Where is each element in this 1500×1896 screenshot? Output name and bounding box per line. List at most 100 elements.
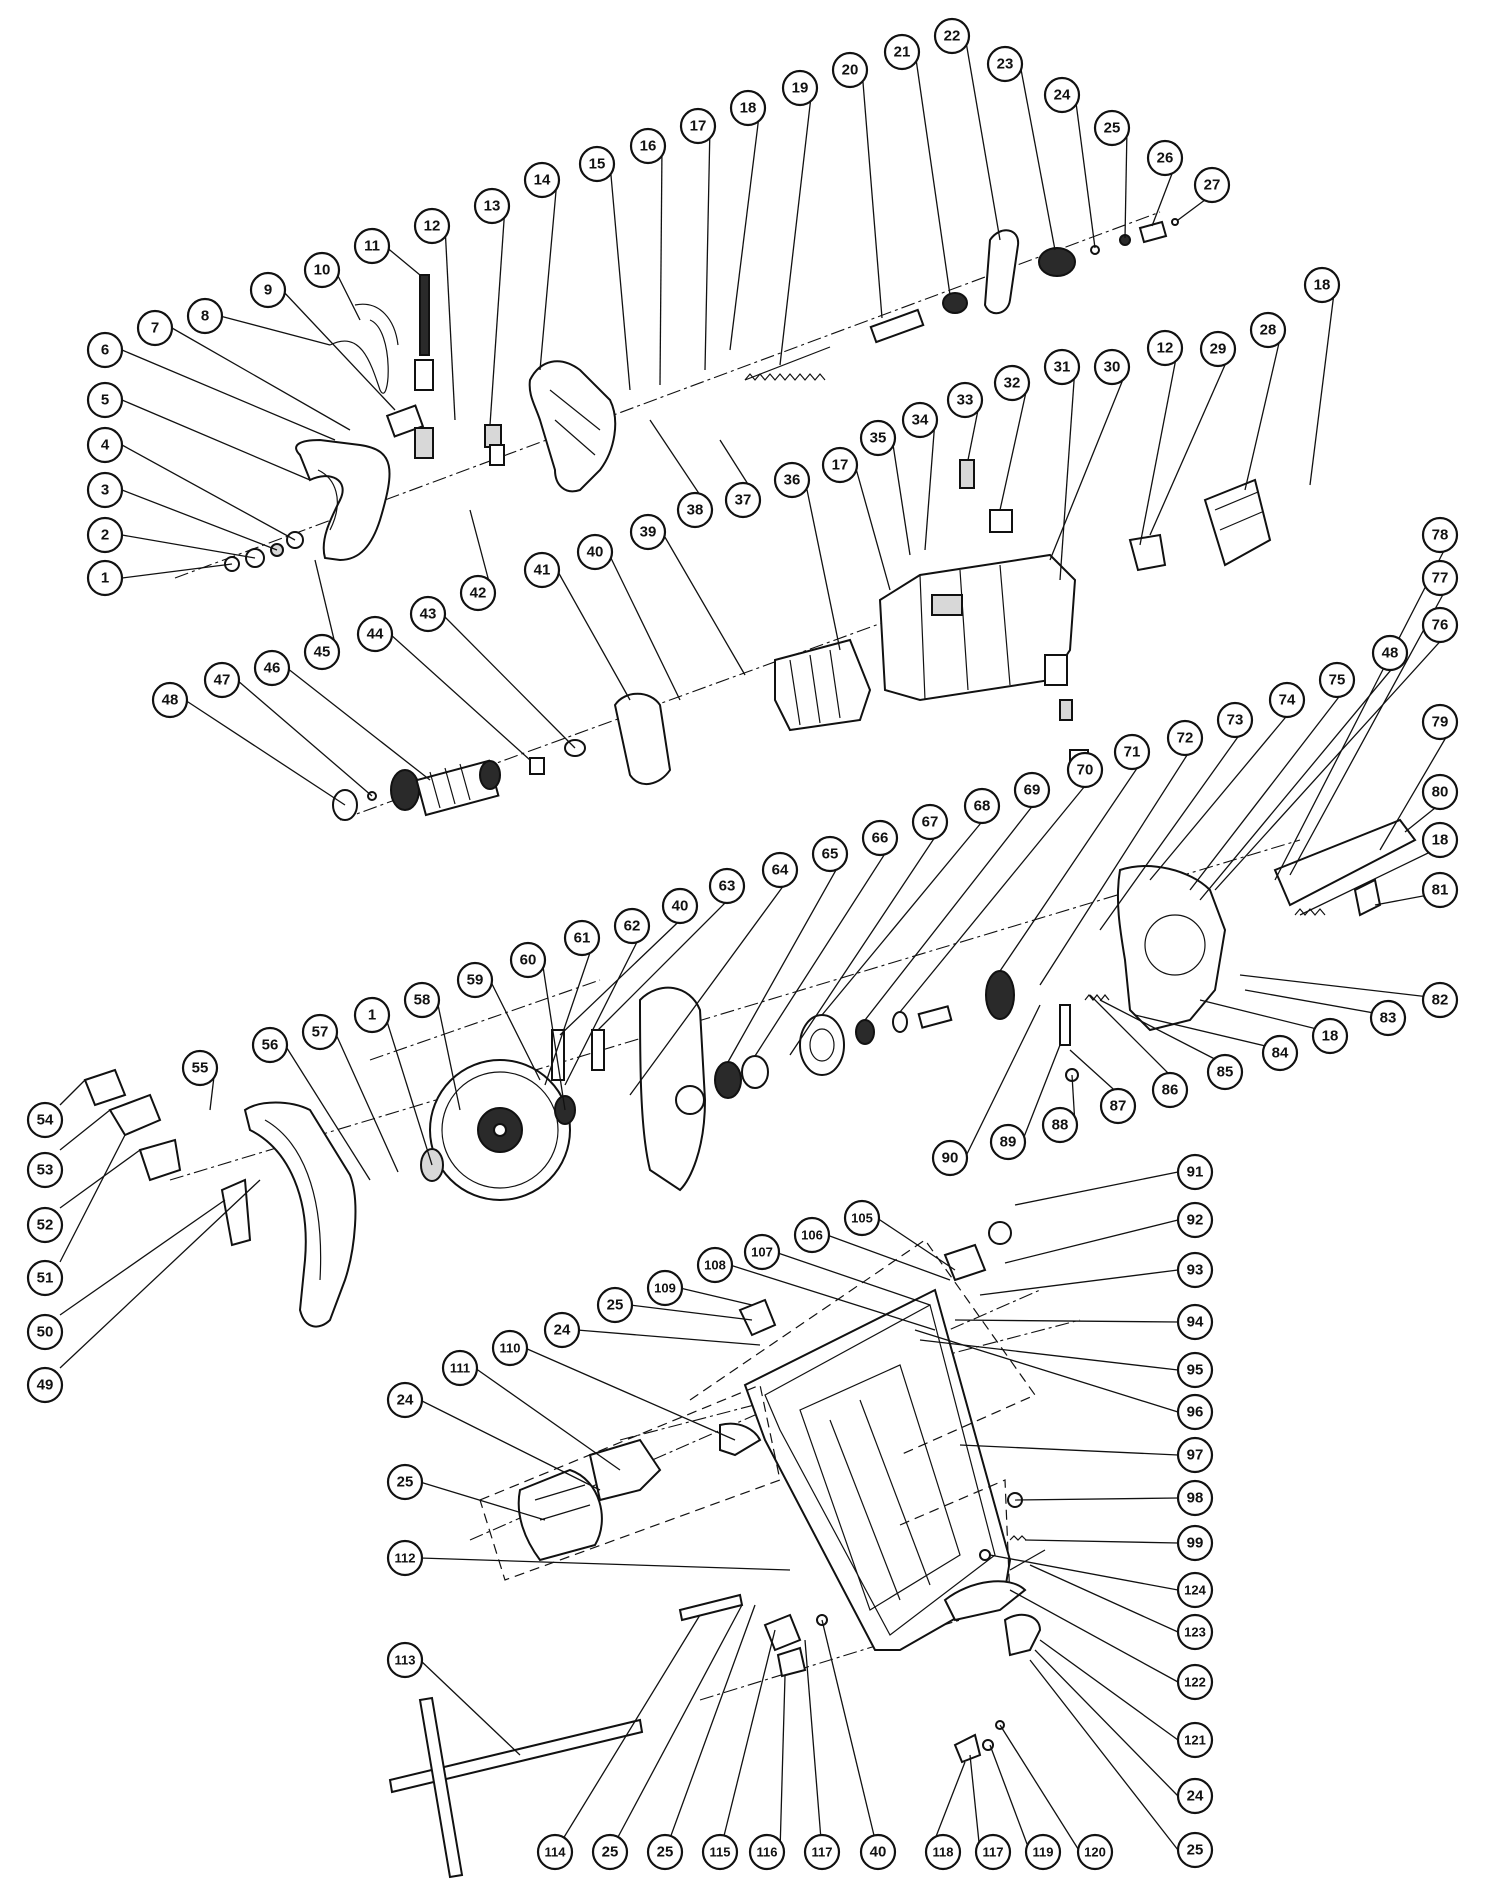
callout-number: 66 [872,830,889,847]
callout-balloon [1369,999,1407,1037]
callout-124: 124 [1176,1571,1214,1609]
callout-91: 91 [1176,1153,1214,1191]
callout-balloon [596,1286,634,1324]
callout-14: 14 [523,161,561,199]
callout-number: 27 [1204,177,1221,194]
callout-balloon [413,207,451,245]
callout-balloon [931,1139,969,1177]
callout-number: 22 [944,28,961,45]
callout-24: 24 [1176,1777,1214,1815]
callout-number: 67 [922,814,939,831]
callout-number: 72 [1177,730,1194,747]
callout-balloon [1421,981,1459,1019]
callout-93: 93 [1176,1251,1214,1289]
callout-115: 115 [701,1833,739,1871]
callout-balloon [26,1313,64,1351]
callout-number: 70 [1077,762,1094,779]
callout-61: 61 [563,919,601,957]
callout-number: 84 [1272,1045,1289,1062]
callout-12: 12 [413,207,451,245]
callout-number: 33 [957,392,974,409]
callout-82: 82 [1421,981,1459,1019]
callout-balloon [1216,701,1254,739]
callout-number: 83 [1380,1010,1397,1027]
callout-number: 94 [1187,1314,1204,1331]
base-assembly [388,1221,1046,1879]
callout-balloon [1261,1034,1299,1072]
callout-balloon [1093,348,1131,386]
callout-number: 99 [1187,1535,1204,1552]
callout-number: 112 [395,1551,416,1566]
callout-24: 24 [386,1381,424,1419]
callout-balloon [993,364,1031,402]
callout-balloon [646,1833,684,1871]
callout-number: 53 [37,1162,54,1179]
callout-balloon [1041,1106,1079,1144]
callout-2: 2 [86,516,124,554]
callout-95: 95 [1176,1351,1214,1389]
leader-lines [59,35,1456,1853]
callout-balloon [578,145,616,183]
callout-9: 9 [249,271,287,309]
callout-number: 4 [101,437,110,454]
callout-18: 18 [729,89,767,127]
callout-22: 22 [933,17,971,55]
callout-balloon [701,1833,739,1871]
callout-number: 108 [704,1258,726,1273]
callout-number: 55 [192,1060,209,1077]
callout-number: 18 [1322,1028,1339,1045]
callout-79: 79 [1421,703,1459,741]
callout-balloon [563,919,601,957]
callout-number: 41 [534,562,551,579]
callout-30: 30 [1093,348,1131,386]
callout-122: 122 [1176,1663,1214,1701]
callout-37: 37 [724,481,762,519]
callout-41: 41 [523,551,561,589]
callout-number: 87 [1110,1098,1127,1115]
callout-11: 11 [353,227,391,265]
callout-balloon [761,851,799,889]
callout-number: 32 [1004,375,1021,392]
callout-number: 45 [314,644,331,661]
callout-111: 111 [441,1349,479,1387]
callout-7: 7 [136,309,174,347]
callout-balloon [386,1641,424,1679]
callout-balloon [1093,109,1131,147]
callout-117: 117 [974,1833,1012,1871]
callout-number: 59 [467,972,484,989]
callout-balloon [989,1123,1027,1161]
callout-45: 45 [303,633,341,671]
callout-balloon [536,1833,574,1871]
callout-number: 25 [607,1297,624,1314]
callout-balloon [1193,166,1231,204]
callout-75: 75 [1318,661,1356,699]
callout-20: 20 [831,51,869,89]
callout-28: 28 [1249,311,1287,349]
callout-balloon [303,251,341,289]
callout-number: 25 [397,1474,414,1491]
callout-number: 71 [1124,744,1141,761]
callout-balloon [1066,751,1104,789]
callout-48: 48 [151,681,189,719]
callout-balloon [1166,719,1204,757]
callout-46: 46 [253,649,291,687]
callout-8: 8 [186,297,224,335]
callout-number: 14 [534,172,551,189]
callout-number: 9 [264,282,272,299]
callout-balloon [1176,1831,1214,1869]
callout-balloon [386,1381,424,1419]
callout-number: 76 [1432,617,1449,634]
callout-balloon [974,1833,1012,1871]
callout-48: 48 [1371,634,1409,672]
callout-balloon [353,227,391,265]
callout-balloon [1043,348,1081,386]
callout-110: 110 [491,1329,529,1367]
callout-balloon [1199,330,1237,368]
callout-balloon [456,961,494,999]
callout-number: 34 [912,412,929,429]
callout-number: 116 [757,1845,778,1860]
callout-balloon [883,33,921,71]
callout-number: 113 [395,1653,416,1668]
callout-number: 118 [933,1845,954,1860]
callout-number: 56 [262,1037,279,1054]
